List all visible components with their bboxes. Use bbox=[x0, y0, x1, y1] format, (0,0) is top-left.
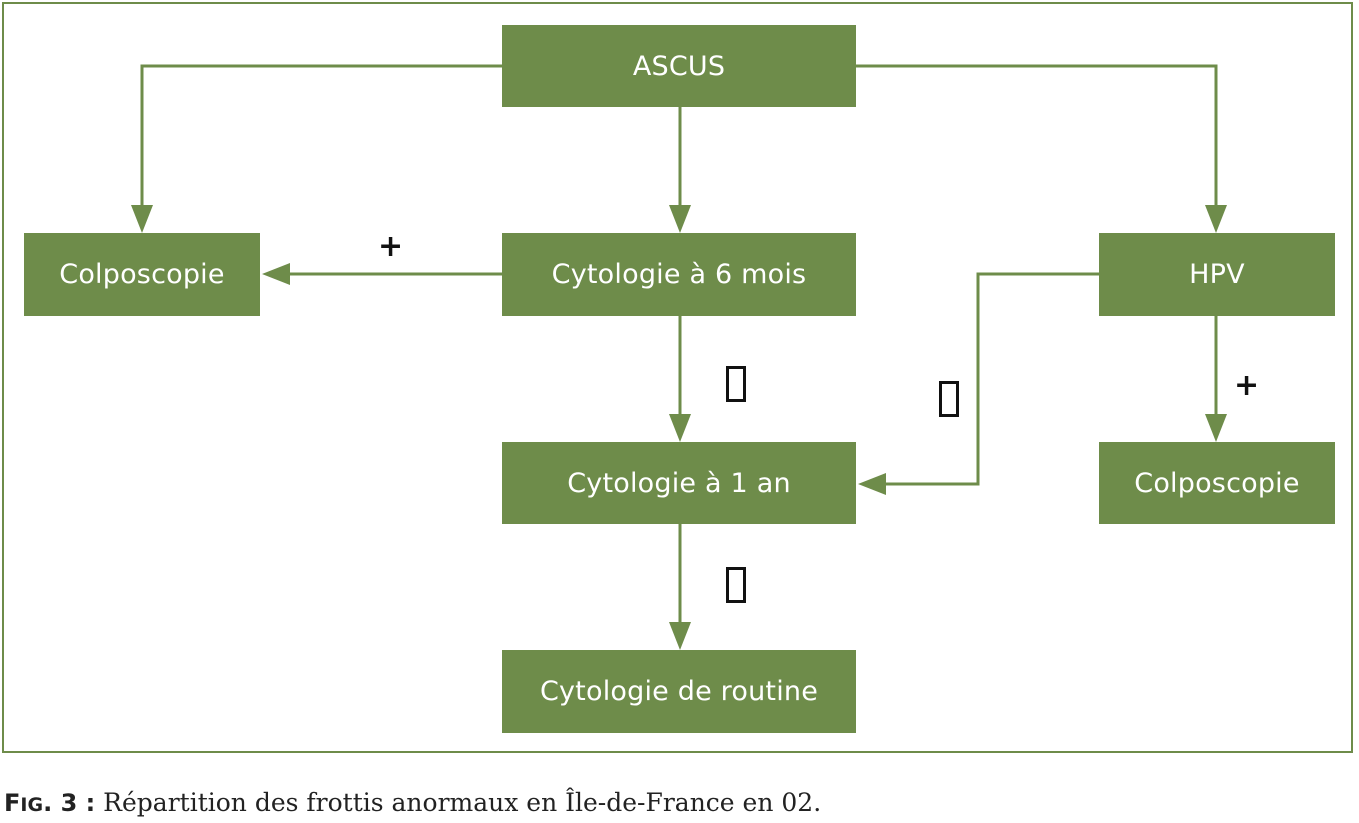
figure-label: FIG. 3 : bbox=[4, 789, 96, 817]
node-colposcopie-left: Colposcopie bbox=[24, 233, 260, 316]
arrowhead-cyto1 bbox=[669, 414, 691, 442]
node-cytologie-1-an-label: Cytologie à 1 an bbox=[567, 467, 791, 499]
node-colposcopie-left-label: Colposcopie bbox=[59, 259, 225, 290]
node-cytologie-6-mois-label: Cytologie à 6 mois bbox=[551, 259, 807, 290]
missing-glyph-icon bbox=[726, 567, 746, 603]
edge-hpv-to-cyto1 bbox=[886, 272, 1099, 486]
missing-glyph-icon bbox=[726, 366, 746, 402]
figure-caption: FIG. 3 : Répartition des frottis anormau… bbox=[4, 788, 821, 817]
figure-number: 3 : bbox=[60, 789, 96, 817]
arrowhead-cyto6 bbox=[669, 205, 691, 233]
node-cytologie-routine-label: Cytologie de routine bbox=[539, 676, 819, 707]
node-cytologie-6-mois: Cytologie à 6 mois bbox=[502, 233, 856, 316]
node-cytologie-routine: Cytologie de routine bbox=[502, 650, 856, 733]
arrowhead-colposcopie-left bbox=[131, 205, 153, 233]
node-colposcopie-right: Colposcopie bbox=[1099, 442, 1335, 524]
missing-glyph-icon bbox=[939, 381, 959, 417]
figure-caption-text: Répartition des frottis anormaux en Île-… bbox=[103, 788, 822, 817]
arrowhead-hpv-to-cyto1 bbox=[858, 473, 886, 495]
edge-label-plus-cyto6-to-colpo: + bbox=[378, 229, 404, 264]
arrowhead-routine bbox=[669, 622, 691, 650]
arrowhead-colposcopie-right bbox=[1205, 414, 1227, 442]
diagram-frame bbox=[2, 2, 1353, 753]
figure-label-smallcaps: IG bbox=[20, 794, 44, 816]
edge-label-plus-hpv-to-colpo: + bbox=[1234, 368, 1260, 403]
arrowhead-cyto6-to-colpo bbox=[262, 263, 290, 285]
edge-ascus-to-colposcopie-left bbox=[140, 64, 502, 205]
node-hpv-label: HPV bbox=[1189, 259, 1245, 290]
arrowhead-hpv bbox=[1205, 205, 1227, 233]
figure-label-prefix: F bbox=[4, 789, 21, 817]
node-cytologie-1-an: Cytologie à 1 an bbox=[502, 442, 856, 524]
edge-ascus-to-hpv bbox=[856, 64, 1218, 205]
node-ascus: ASCUS bbox=[502, 25, 856, 107]
node-ascus-label: ASCUS bbox=[632, 50, 726, 82]
connector-layer bbox=[131, 64, 1227, 650]
node-hpv: HPV bbox=[1099, 233, 1335, 316]
node-colposcopie-right-label: Colposcopie bbox=[1134, 467, 1300, 499]
